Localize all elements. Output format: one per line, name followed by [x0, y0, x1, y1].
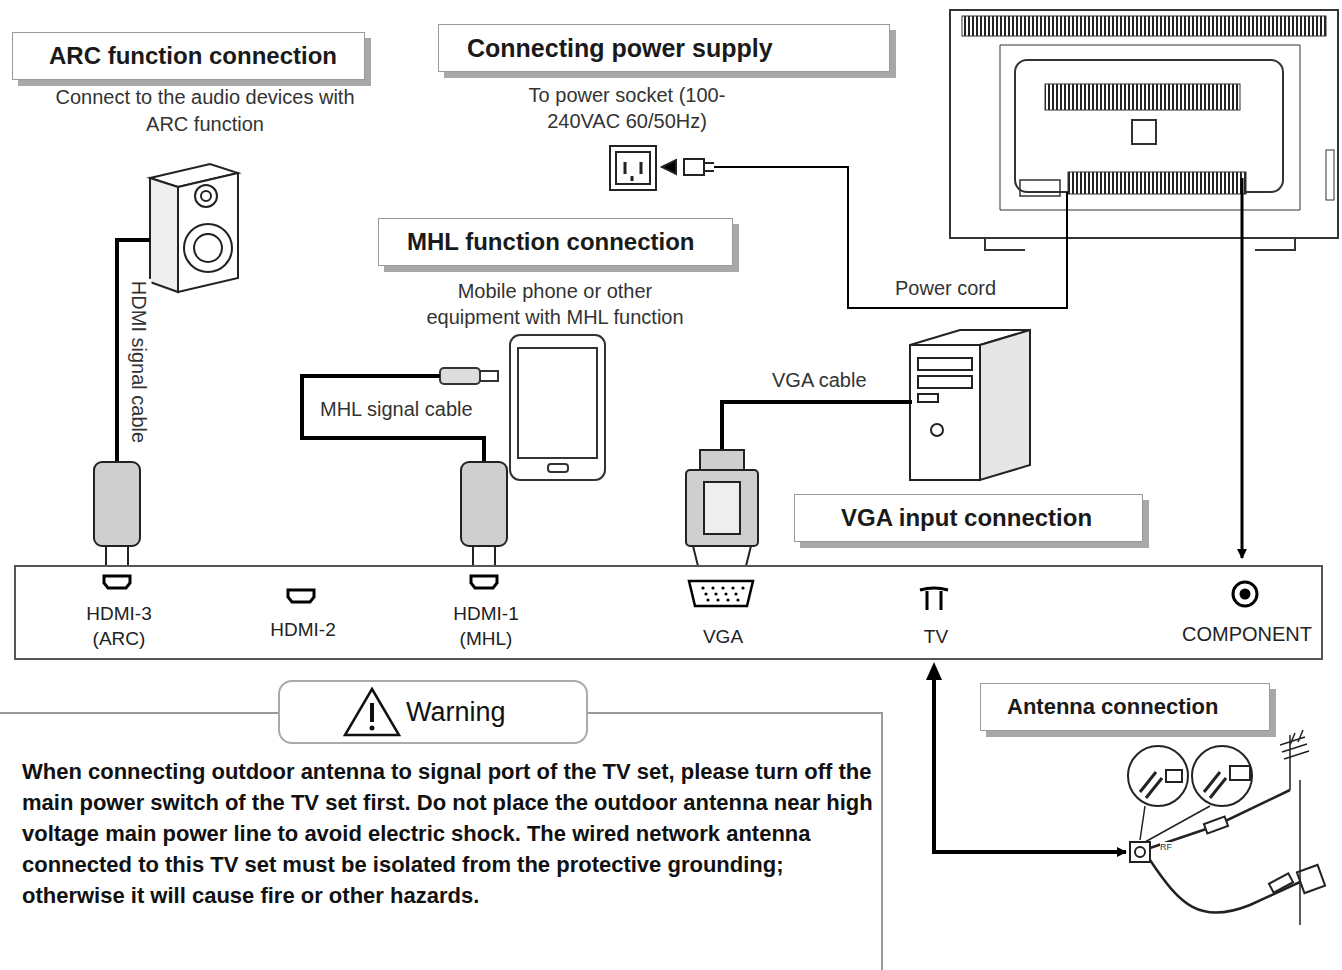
port-label: HDMI-1 (MHL) [444, 601, 528, 651]
heading-text: MHL function connection [407, 219, 695, 265]
cable-label: HDMI signal cable [125, 279, 152, 445]
note-text: Connect to the audio devices with ARC fu… [40, 84, 370, 138]
hdmi-plugs [94, 462, 507, 566]
micro-usb-plug [440, 368, 498, 384]
warning-tab: Warning [278, 680, 588, 744]
port-label: COMPONENT [1172, 622, 1322, 647]
heading-text: VGA input connection [841, 495, 1092, 541]
port-label: TV [906, 624, 966, 649]
port-panel-ground [14, 565, 1323, 660]
note-text: To power socket (100-240VAC 60/50Hz) [507, 82, 747, 134]
port-icons [104, 576, 1257, 610]
heading-box: ARC function connection [12, 32, 365, 80]
heading-box: Antenna connection [980, 683, 1270, 731]
power-socket-and-plug [610, 146, 714, 190]
note-text: RF [1160, 842, 1172, 853]
warning-triangle [342, 686, 402, 738]
component-arrow [1241, 178, 1244, 558]
warning-heading: Warning [406, 696, 506, 728]
computer-tower [910, 330, 1030, 480]
note-text: Power cord [895, 275, 996, 302]
antenna-detail [1128, 730, 1325, 925]
port-label: VGA [683, 624, 763, 649]
port-panel: HDMI-3 (ARC) HDMI-2 HDMI-1 (MHL) VGA TV COMPO… [14, 565, 1323, 660]
power-cord [714, 167, 1067, 308]
antenna-arrow-head [926, 662, 942, 680]
warning-box: WarningWhen connecting outdoor antenna t… [0, 712, 883, 970]
port-label: HDMI-2 [261, 617, 345, 642]
heading-box: Connecting power supply [438, 24, 890, 72]
vga-plug [686, 450, 758, 566]
heading-text: ARC function connection [49, 33, 337, 79]
heading-box: VGA input connection [794, 494, 1143, 542]
heading-text: Connecting power supply [467, 25, 773, 71]
speaker [150, 164, 238, 292]
heading-box: MHL function connection [378, 218, 733, 266]
cables [117, 240, 912, 462]
heading-text: Antenna connection [1007, 684, 1218, 730]
note-text: VGA cable [772, 367, 867, 394]
warning-text: When connecting outdoor antenna to signa… [22, 756, 877, 911]
mobile-phone [510, 335, 605, 480]
tv-rear [950, 10, 1338, 250]
port-label: HDMI-3 (ARC) [77, 601, 161, 651]
note-text: Mobile phone or other equipment with MHL… [410, 278, 700, 330]
note-text: MHL signal cable [320, 396, 473, 423]
